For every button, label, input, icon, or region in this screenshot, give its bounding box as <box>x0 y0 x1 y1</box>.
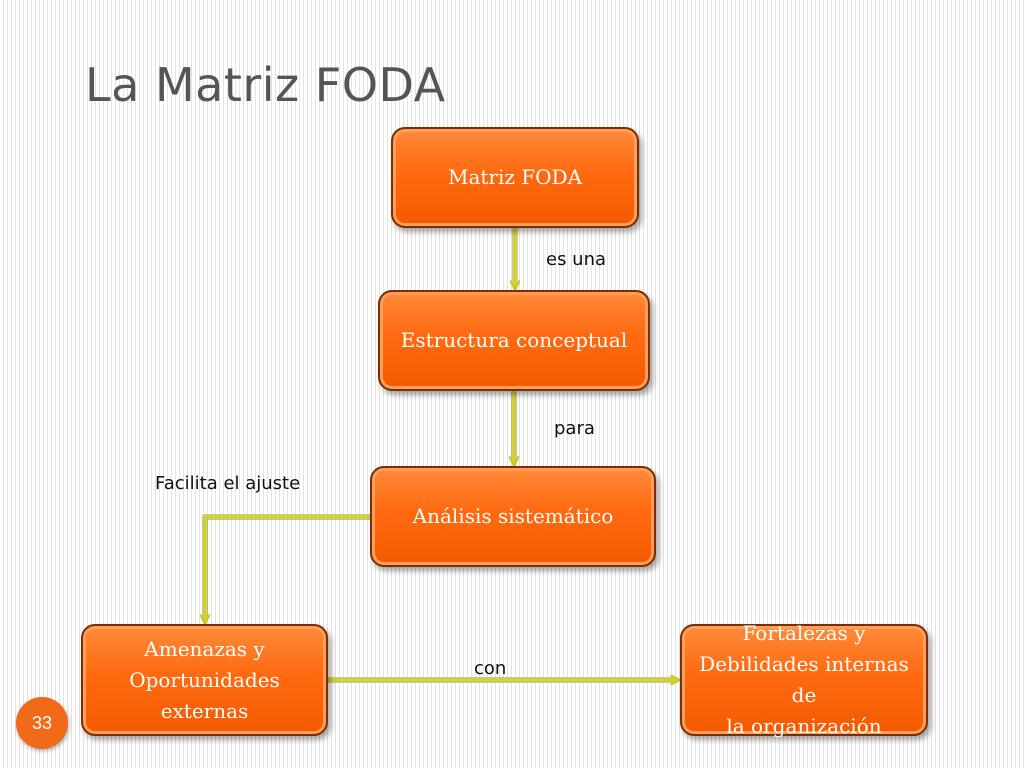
node-fortalezas-debilidades: Fortalezas y Debilidades internas de la … <box>680 621 928 738</box>
node-fortalezas-line-1: Fortalezas y <box>742 621 866 645</box>
connector-facilita <box>202 514 373 622</box>
node-analisis-sistematico: Análisis sistemático <box>370 466 656 567</box>
edge-label-con: con <box>474 658 507 679</box>
node-estructura-conceptual-label: Estructura conceptual <box>400 328 628 352</box>
node-matriz-foda: Matriz FODA <box>391 127 639 228</box>
node-estructura-conceptual: Estructura conceptual <box>378 290 650 391</box>
edge-label-para: para <box>554 418 595 439</box>
page-number: 33 <box>31 712 53 733</box>
edge-label-es-una: es una <box>546 249 607 270</box>
node-fortalezas-line-2: Debilidades internas de <box>699 652 909 707</box>
node-fortalezas-line-3: la organización <box>726 714 882 738</box>
node-analisis-sistematico-label: Análisis sistemático <box>412 504 614 528</box>
node-amenazas-oportunidades: Amenazas y Oportunidades externas <box>81 624 328 736</box>
slide-title: La Matriz FODA <box>85 58 446 112</box>
node-amenazas-line-2: Oportunidades <box>129 667 280 692</box>
node-amenazas-line-1: Amenazas y <box>144 636 265 661</box>
edge-label-facilita: Facilita el ajuste <box>155 473 301 494</box>
page-number-badge: 33 <box>16 697 68 749</box>
node-matriz-foda-label: Matriz FODA <box>447 165 583 189</box>
node-amenazas-line-3: externas <box>160 698 249 723</box>
